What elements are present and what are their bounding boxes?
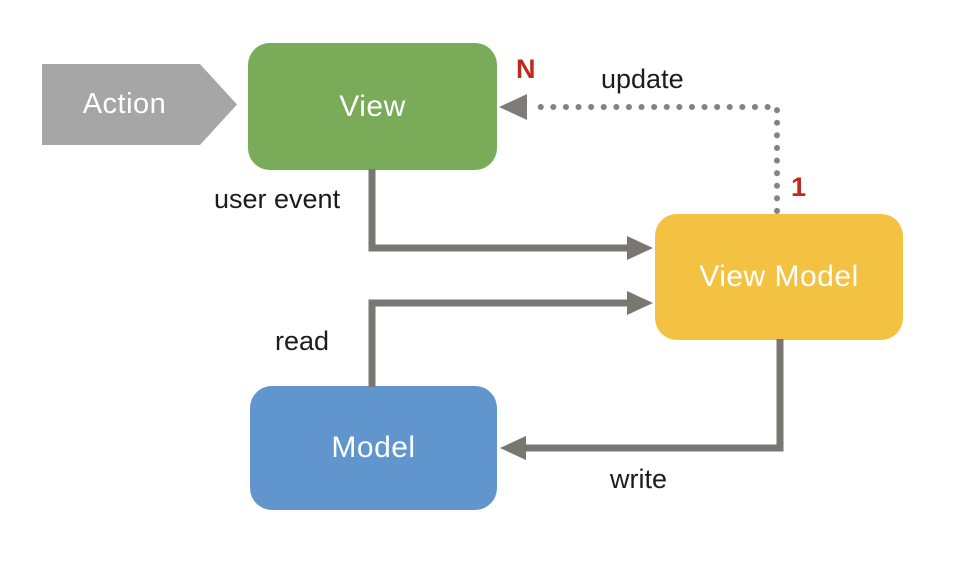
update-edge: [531, 104, 780, 214]
read-edge: [368, 299, 630, 387]
view-label: View: [339, 89, 406, 123]
user-event-edge: [368, 169, 630, 252]
update-edge-label: update: [601, 64, 684, 94]
viewmodel-node: View Model: [655, 214, 903, 340]
model-label: Model: [331, 431, 416, 464]
user-event-edge-label: user event: [214, 184, 341, 214]
write-edge-label: write: [610, 464, 668, 494]
user-event-arrowhead-icon: [627, 236, 653, 260]
update-arrowhead-icon: [499, 94, 527, 120]
multiplicity-1-label: 1: [791, 172, 807, 202]
view-node: View: [248, 43, 497, 170]
read-arrowhead-icon: [627, 291, 653, 315]
model-node: Model: [250, 386, 497, 510]
multiplicity-n-label: N: [516, 54, 536, 84]
read-edge-label: read: [275, 326, 330, 356]
action-label: Action: [82, 88, 167, 120]
viewmodel-label: View Model: [699, 260, 859, 293]
write-edge: [524, 339, 784, 452]
write-arrowhead-icon: [500, 436, 526, 460]
action-node: Action: [42, 64, 237, 145]
